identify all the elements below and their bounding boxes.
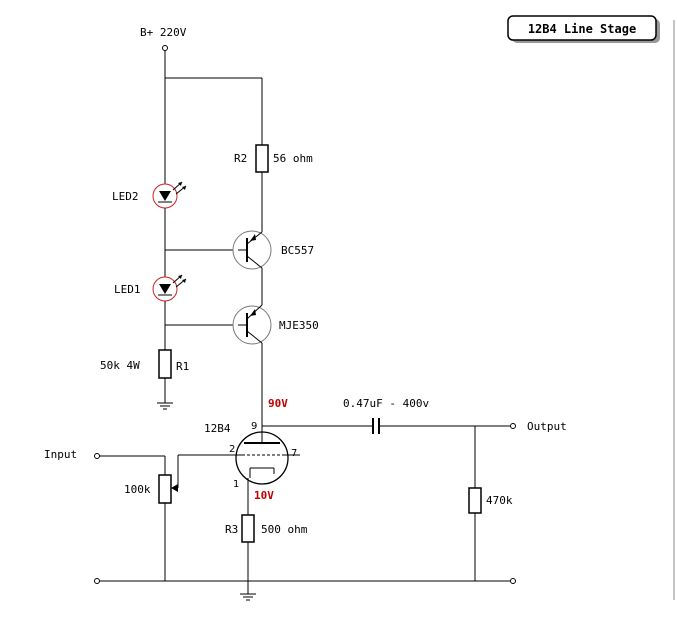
output-terminal	[510, 423, 516, 429]
cap-label: 0.47uF - 400v	[343, 397, 429, 410]
led1-label: LED1	[114, 283, 141, 296]
r1-value-label: 50k 4W	[100, 359, 140, 372]
transistor-q1	[232, 230, 272, 305]
coupling-capacitor	[262, 418, 510, 434]
resistor-r2	[255, 144, 269, 232]
input-label: Input	[44, 448, 77, 461]
supply-label: B+ 220V	[140, 26, 187, 39]
transistor-q2	[232, 304, 272, 422]
led1-symbol	[152, 274, 187, 350]
r-out-label: 470k	[486, 494, 513, 507]
title-box: 12B4 Line Stage	[507, 15, 660, 43]
led2-label: LED2	[112, 190, 139, 203]
pin-plate: 9	[251, 421, 257, 432]
led2-symbol	[152, 181, 187, 278]
ground-bus	[94, 578, 516, 584]
pin-cathode: 1	[233, 479, 239, 490]
pin-heater: 7	[291, 448, 297, 459]
output-label: Output	[527, 420, 567, 433]
tube-12b4	[235, 422, 300, 500]
tube-label: 12B4	[204, 422, 231, 435]
pot-label: 100k	[124, 483, 151, 496]
cathode-voltage-label: 10V	[254, 489, 274, 502]
r3-value-label: 500 ohm	[261, 523, 308, 536]
resistor-r1	[157, 349, 173, 410]
r2-ref-label: R2	[234, 152, 247, 165]
pot-wiper-arrow	[171, 484, 178, 492]
resistor-r3	[240, 500, 256, 601]
supply-wiring	[164, 51, 263, 184]
supply-terminal	[162, 45, 168, 51]
resistor-470k	[468, 426, 482, 581]
q2-label: MJE350	[279, 319, 319, 332]
r2-value-label: 56 ohm	[273, 152, 313, 165]
q1-label: BC557	[281, 244, 314, 257]
r1-ref-label: R1	[176, 360, 189, 373]
input-terminal	[94, 453, 100, 459]
pin-grid: 2	[229, 444, 235, 455]
r3-ref-label: R3	[225, 523, 238, 536]
plate-voltage-label: 90V	[268, 397, 288, 410]
potentiometer	[158, 456, 172, 581]
diagram-title: 12B4 Line Stage	[528, 22, 636, 36]
